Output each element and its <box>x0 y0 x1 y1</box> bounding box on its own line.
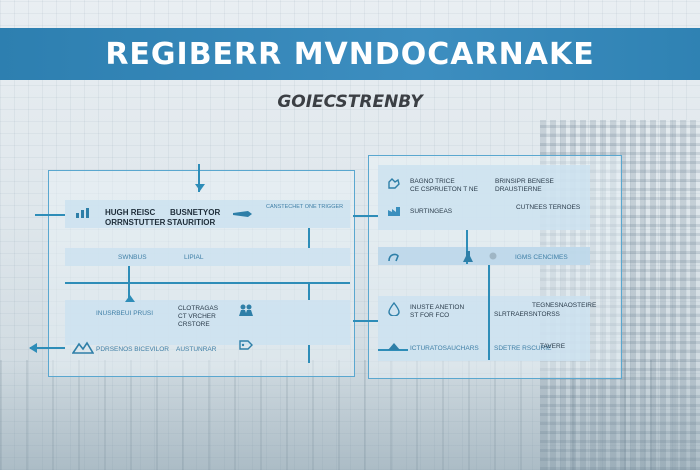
down-arrow-icon <box>195 184 205 191</box>
right-row1-label-c: SURTINGEAS <box>410 208 453 215</box>
connector-v-5 <box>466 230 468 264</box>
right-row1-label-b: CE CSPRUETON T NE <box>410 186 478 193</box>
factory-icon <box>388 207 400 216</box>
plug-icon <box>388 253 399 262</box>
right-row1-label-d: BRINSIPR BENESE <box>495 178 554 185</box>
right-band-1 <box>378 165 590 230</box>
connector-v-1 <box>308 228 310 248</box>
right-row4-label-c: TEGNESNAOSTEIRE <box>532 302 597 309</box>
right-row1-label-e: DRAUSTIERNE <box>495 186 542 193</box>
connector-top <box>198 164 200 192</box>
left-row1-label-a: HUGH REISC <box>105 208 156 217</box>
right-row1-label-f: CUTNEES TERNOES <box>516 204 581 211</box>
left-row3-label-b: CLOTRAGAS <box>178 305 219 312</box>
wrench-icon <box>233 211 252 217</box>
tag-icon <box>239 340 253 350</box>
right-band-2 <box>378 247 590 265</box>
mountain-icon <box>72 341 94 354</box>
right-row5-label-b: SDETRE RSCURIE <box>494 345 552 352</box>
left-row2-label-a: SWNBUS <box>118 254 147 261</box>
left-arrow-icon <box>29 343 37 353</box>
chart-icon <box>76 208 89 218</box>
right-row5-label-a: ICTURATOSAUCHARS <box>410 345 479 352</box>
right-row4-label-b: ST FOR FCO <box>410 312 450 319</box>
left-row1-label-e: CANSTECHET ONE TRIGGER <box>266 204 344 210</box>
arrow-icon <box>388 343 400 350</box>
connector-h-1 <box>65 282 350 284</box>
right-row4-label-d: SLRTRAERSNTORSS <box>494 311 560 318</box>
left-row4-label-a: PDRSENOS BICEVILOR <box>96 346 169 353</box>
right-row1-label-a: BAGNO TRICE <box>410 178 455 185</box>
right-row4-label-a: INUSTE ANETION <box>410 304 465 311</box>
left-row3-label-d: CRSTORE <box>178 321 210 328</box>
left-band-2 <box>65 248 350 266</box>
right-band-3 <box>378 296 590 361</box>
connector-mid-2 <box>353 320 378 322</box>
connector-left-1 <box>35 214 65 216</box>
connector-v-3 <box>308 345 310 363</box>
connector-v-2 <box>308 282 310 300</box>
left-band-3 <box>65 300 350 345</box>
left-row1-label-d: STAURITIOR <box>167 218 216 227</box>
up-arrow-icon <box>125 295 135 302</box>
status-dot-icon <box>489 252 497 260</box>
left-row3-label-c: CT VRCHER <box>178 313 216 320</box>
connector-v-6 <box>488 265 490 360</box>
hand-icon <box>388 178 400 189</box>
title-banner <box>0 28 700 80</box>
connector-mid-1 <box>353 215 378 217</box>
left-row1-label-c: BUSNETYOR <box>170 208 221 217</box>
drop-icon <box>388 302 400 316</box>
left-row2-label-b: LIPIAL <box>184 254 204 261</box>
page-subtitle: GOIECSTRENBY <box>277 92 423 112</box>
right-row3-label-a: IGMS CENCIMES <box>515 254 568 261</box>
left-row1-label-b: ORRNSTUTTER <box>105 218 166 227</box>
left-band-1 <box>65 200 350 228</box>
left-row3-label-a: INUSRBEUI PRUSI <box>96 310 154 317</box>
right-row5-label-c: TAVERE <box>540 343 566 350</box>
left-row4-label-b: AUSTUNRAR <box>176 346 217 353</box>
connector-left-2 <box>30 347 65 349</box>
beaker-icon <box>463 251 473 262</box>
people-icon <box>239 304 253 316</box>
page-title: REGIBERR MVNDOCARNAKE <box>105 37 595 72</box>
